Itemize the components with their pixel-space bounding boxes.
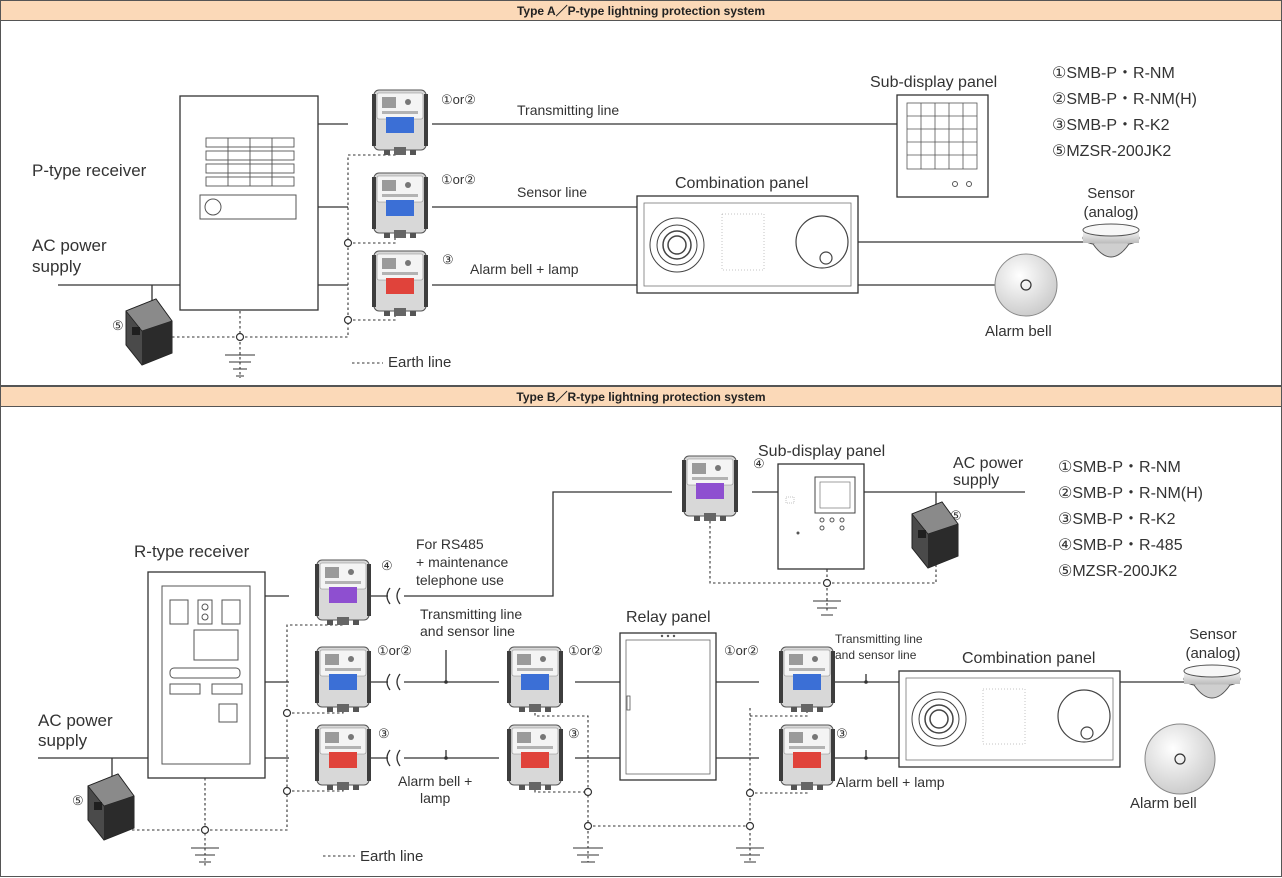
alarm-bell-label-a: Alarm bell [985, 323, 1052, 340]
spd-device-b1 [314, 559, 372, 626]
section-b-title: Type B／R-type lightning protection syste… [516, 389, 765, 404]
tag-b5b: ⑤ [950, 508, 962, 523]
spd-device-a1 [371, 89, 429, 156]
ac-top-label-1: AC power [953, 455, 1024, 472]
tag-b3c: ③ [836, 726, 848, 741]
transmitting-label-b2: and sensor line [420, 623, 515, 639]
p-type-receiver-icon [179, 95, 319, 311]
tag-b3a: ③ [378, 726, 390, 741]
legend-a: ①SMB-P・R-NM ②SMB-P・R-NM(H) ③SMB-P・R-K2 ⑤… [1052, 65, 1197, 160]
legend-b-item: ①SMB-P・R-NM [1058, 459, 1181, 476]
legend-b-item: ④SMB-P・R-485 [1058, 537, 1183, 554]
legend-b-item: ⑤MZSR-200JK2 [1058, 563, 1177, 580]
tag-b4b: ④ [753, 456, 765, 471]
combination-panel-icon-a [636, 195, 859, 294]
tag-a5: ⑤ [112, 318, 124, 333]
rs485-label-1: For RS485 [416, 536, 484, 552]
spd-device-b4 [506, 646, 564, 713]
rs485-line [265, 491, 778, 597]
earth-lines-b [112, 516, 937, 868]
ac-top-label-2: supply [953, 472, 999, 489]
earth-node-a3 [343, 315, 353, 325]
alarm-bell-icon-b [1144, 723, 1216, 795]
sensor-label-a1: Sensor [1087, 185, 1135, 202]
spd-device-b5 [506, 724, 564, 791]
ac-power-label-b1: AC power [38, 711, 113, 730]
earth-node-a2 [343, 238, 353, 248]
ac-line-a [58, 284, 180, 305]
sub-display-label-b: Sub-display panel [758, 443, 885, 460]
sensor-line-label-a: Sensor line [517, 184, 587, 200]
sensor-label-a2: (analog) [1083, 204, 1138, 221]
tag-b12c: ①or② [724, 643, 759, 658]
spd-device-b3 [314, 724, 372, 791]
legend-a-item: ⑤MZSR-200JK2 [1052, 143, 1171, 160]
ground-symbols-b [191, 600, 841, 863]
p-type-receiver-label: P-type receiver [32, 161, 147, 180]
legend-a-item: ①SMB-P・R-NM [1052, 65, 1175, 82]
r-type-receiver-label: R-type receiver [134, 542, 250, 561]
legend-b-item: ②SMB-P・R-NM(H) [1058, 485, 1203, 502]
tag-a1: ①or② [441, 92, 476, 107]
legend-a-item: ③SMB-P・R-K2 [1052, 117, 1170, 134]
spd-device-b7 [778, 646, 836, 713]
legend-b: ①SMB-P・R-NM ②SMB-P・R-NM(H) ③SMB-P・R-K2 ④… [1058, 459, 1203, 580]
transmitting-label-b4: and sensor line [835, 648, 917, 662]
rs485-label-3: telephone use [416, 572, 504, 588]
sub-display-panel-icon-b [777, 463, 865, 570]
spd-device-a3 [371, 250, 429, 317]
spd-device-a2 [371, 172, 429, 239]
tag-a3: ③ [442, 252, 454, 267]
tag-b4a: ④ [381, 558, 393, 573]
relay-panel-label: Relay panel [626, 609, 711, 626]
sensor-icon-b [1183, 664, 1241, 699]
transmitting-line-label-a: Transmitting line [517, 102, 619, 118]
tap-lines-b [445, 650, 867, 758]
earth-node-a1 [235, 332, 245, 342]
tag-b3b: ③ [568, 726, 580, 741]
ac-top-line [864, 491, 1025, 506]
legend-a-item: ②SMB-P・R-NM(H) [1052, 91, 1197, 108]
r-type-receiver-icon [147, 571, 266, 779]
transmitting-label-b3: Transmitting line [835, 632, 923, 646]
earth-line-label-b: Earth line [360, 848, 423, 865]
ac-power-label-a1: AC power [32, 236, 107, 255]
alarm-label-b3: Alarm bell + lamp [836, 774, 945, 790]
ac-power-label-a2: supply [32, 257, 82, 276]
sub-display-label-a: Sub-display panel [870, 74, 997, 91]
relay-panel-icon [619, 632, 717, 781]
sensor-icon-a [1082, 223, 1140, 258]
alarm-bell-label-b: Alarm bell [1130, 795, 1197, 812]
alarm-label-b2: lamp [420, 790, 451, 806]
tag-b5a: ⑤ [72, 793, 84, 808]
sensor-label-b1: Sensor [1189, 626, 1237, 643]
rs485-label-2: + maintenance [416, 554, 508, 570]
spd-device-b6 [681, 455, 739, 522]
spd-device-b2 [314, 646, 372, 713]
sensor-label-b2: (analog) [1185, 645, 1240, 662]
ground-symbol-a [225, 354, 255, 377]
sub-display-panel-icon-a [896, 94, 989, 198]
tag-b12a: ①or② [377, 643, 412, 658]
combination-panel-label-a: Combination panel [675, 175, 808, 192]
combination-panel-icon-b [898, 670, 1121, 768]
arrester-device-a [125, 298, 173, 366]
section-a-title: Type A／P-type lightning protection syste… [517, 3, 765, 18]
ac-power-label-b2: supply [38, 731, 88, 750]
arrester-device-b1 [87, 773, 135, 841]
alarm-bell-icon-a [994, 253, 1058, 317]
earth-line-label-a: Earth line [388, 354, 451, 371]
spd-device-b8 [778, 724, 836, 791]
line-breaks-b [386, 587, 401, 767]
alarm-label-b1: Alarm bell + [398, 773, 472, 789]
tag-a2: ①or② [441, 172, 476, 187]
earth-nodes-b [200, 578, 832, 835]
transmitting-label-b1: Transmitting line [420, 606, 522, 622]
alarm-bell-lamp-label-a: Alarm bell + lamp [470, 261, 579, 277]
tag-b12b: ①or② [568, 643, 603, 658]
legend-b-item: ③SMB-P・R-K2 [1058, 511, 1176, 528]
combination-panel-label-b: Combination panel [962, 650, 1095, 667]
